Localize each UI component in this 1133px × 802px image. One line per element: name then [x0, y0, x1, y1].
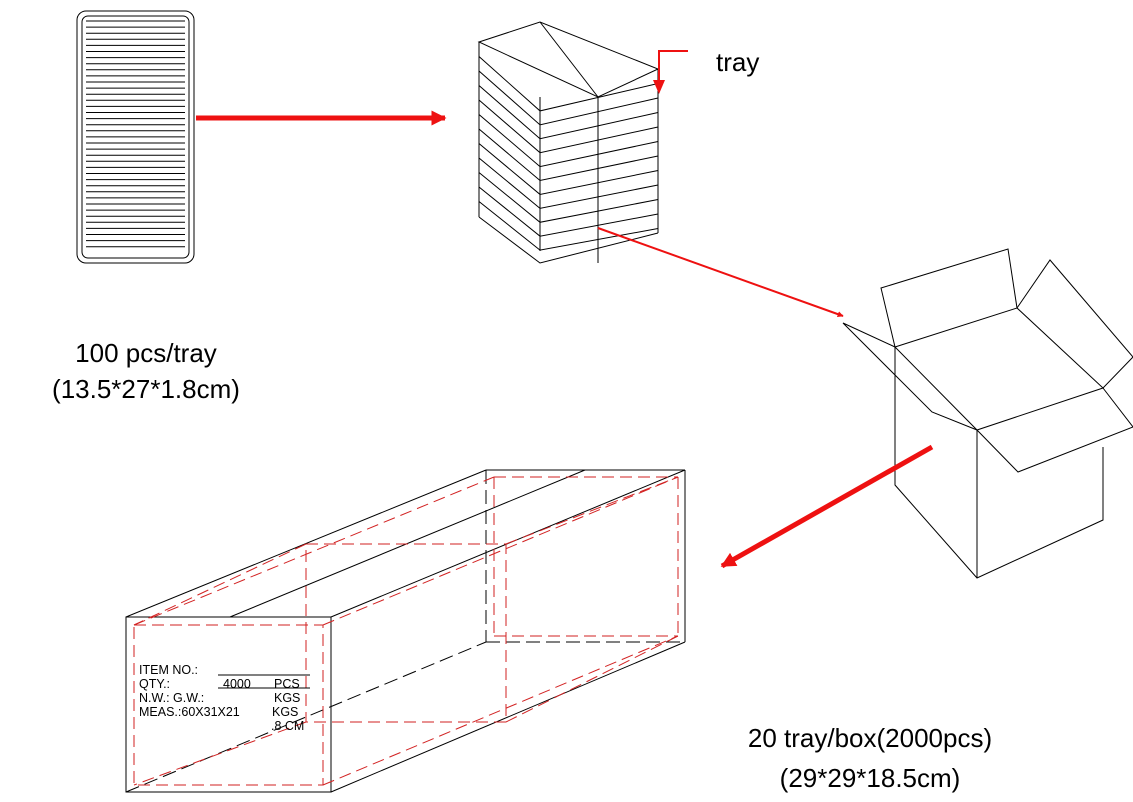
marking-qty-value: 4000	[223, 677, 251, 691]
arrow-stack-to-box	[597, 227, 844, 317]
marking-kgs-2: KGS	[272, 705, 299, 719]
stack-layer	[478, 114, 659, 168]
box-count-label: 20 tray/box(2000pcs)	[747, 723, 993, 753]
marking-qty-unit: PCS	[274, 677, 300, 691]
shipping-carton	[125, 469, 686, 793]
marking-rules	[218, 674, 310, 689]
marking-nw-gw: N.W.: G.W.:	[139, 691, 205, 705]
tray-stack	[477, 21, 660, 264]
tray-pointer	[653, 50, 688, 94]
tray-label: tray	[716, 47, 760, 77]
inner-boxes-dashed	[133, 476, 679, 786]
tray-size-label: (13.5*27*1.8cm)	[52, 374, 240, 404]
box-size-label: (29*29*18.5cm)	[779, 763, 961, 793]
open-box	[842, 248, 1133, 579]
marking-qty: QTY.:	[139, 677, 171, 691]
marking-meas: MEAS.:60X31X21	[139, 705, 240, 719]
stack-layer	[478, 85, 659, 140]
stack-layer	[478, 128, 659, 182]
single-tray	[76, 10, 195, 264]
tray-count-label: 100 pcs/tray	[75, 338, 217, 368]
marking-kgs: KGS	[274, 691, 301, 705]
arrow-box-to-carton	[720, 444, 934, 569]
stack-layer	[478, 99, 659, 154]
marking-cm: .8 CM	[271, 719, 305, 733]
stack-layer	[478, 70, 659, 126]
marking-item-no: ITEM NO.:	[139, 663, 199, 677]
